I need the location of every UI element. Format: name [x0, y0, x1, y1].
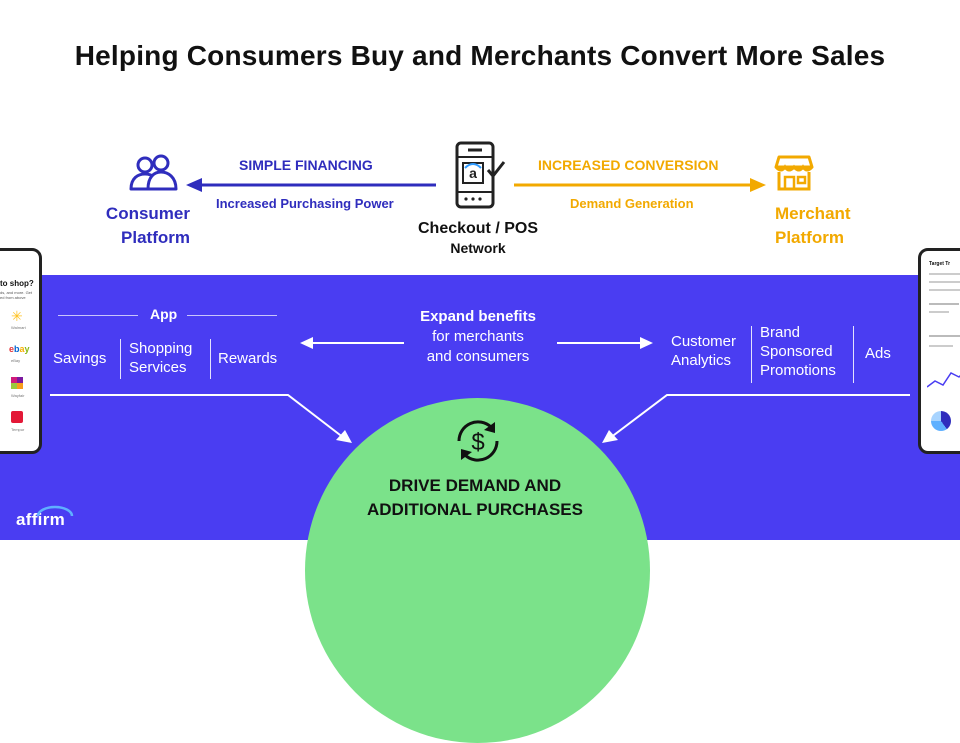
left-phone-subtext: ed from above: [0, 295, 26, 300]
merchant-divider: [853, 326, 854, 383]
right-arrow: [514, 178, 766, 192]
goal-text: DRIVE DEMAND AND ADDITIONAL PURCHASES: [367, 476, 583, 519]
walmart-logo-icon: ✳: [11, 308, 23, 324]
svg-text:$: $: [471, 429, 484, 456]
right-phone-row: [929, 281, 960, 283]
merchant-item-customer-analytics: Customer Analytics: [671, 333, 737, 369]
simple-financing-label: SIMPLE FINANCING: [239, 157, 373, 173]
merchant-item-ads: Ads: [865, 345, 891, 362]
right-phone-row: [929, 345, 953, 347]
right-phone-pie-chart: [931, 411, 951, 431]
app-item-savings: Savings: [53, 350, 107, 367]
merchant-item-brand-promotions: Brand Sponsored Promotions: [760, 324, 836, 379]
converging-arrows: [50, 394, 910, 443]
right-phone-row: [929, 335, 960, 337]
users-icon: [129, 154, 178, 191]
left-phone-heading: to shop?: [0, 279, 34, 288]
ebay-logo-icon: ebay: [9, 344, 30, 354]
merchant-platform-label: Merchant Platform: [775, 204, 851, 247]
store-label: Wayfair: [11, 393, 25, 398]
store-label: eBay: [11, 358, 21, 363]
right-phone-row: [929, 289, 960, 291]
right-phone-row: [929, 273, 960, 275]
dollar-cycle-icon: $: [457, 420, 499, 462]
checkout-phone-icon: a: [455, 141, 506, 209]
consumer-platform-label: Consumer Platform: [105, 204, 190, 247]
app-rule-right: [187, 315, 277, 316]
left-phone-subtext: ds, and more. Get: [0, 290, 33, 295]
left-white-arrow: [300, 337, 404, 349]
purchasing-power-label: Increased Purchasing Power: [216, 196, 394, 211]
store-label: Tempur: [11, 427, 25, 432]
right-phone-chart: [927, 372, 960, 388]
right-white-arrow: [557, 337, 653, 349]
app-rule-left: [58, 315, 138, 316]
right-phone-heading: Target Tr: [929, 261, 951, 267]
expand-benefits-text: Expand benefits for merchants and consum…: [420, 308, 536, 365]
left-phone-mockup: to shop? ds, and more. Get ed from above…: [0, 248, 42, 454]
merchant-divider: [751, 326, 752, 383]
increased-conversion-label: INCREASED CONVERSION: [538, 157, 719, 173]
wayfair-logo-icon: [11, 377, 23, 389]
affirm-logo: affirm: [16, 510, 66, 529]
affirm-logo-arc-icon: [36, 505, 74, 517]
app-header: App: [150, 306, 178, 322]
demand-generation-label: Demand Generation: [570, 196, 694, 211]
store-label: Walmart: [11, 325, 26, 330]
svg-text:a: a: [469, 165, 477, 181]
tempur-logo-icon: [11, 411, 23, 423]
right-phone-row: [929, 303, 959, 305]
app-item-shopping-services: Shopping Services: [129, 340, 193, 376]
right-phone-row: [929, 311, 949, 313]
page-title: Helping Consumers Buy and Merchants Conv…: [74, 40, 886, 71]
app-divider: [210, 339, 211, 379]
left-arrow: [186, 178, 436, 192]
checkout-network-label: Checkout / POS Network: [417, 220, 539, 256]
app-divider: [120, 339, 121, 379]
right-phone-mockup: Target Tr: [918, 248, 960, 454]
app-item-rewards: Rewards: [218, 350, 278, 367]
store-icon: [774, 155, 814, 191]
